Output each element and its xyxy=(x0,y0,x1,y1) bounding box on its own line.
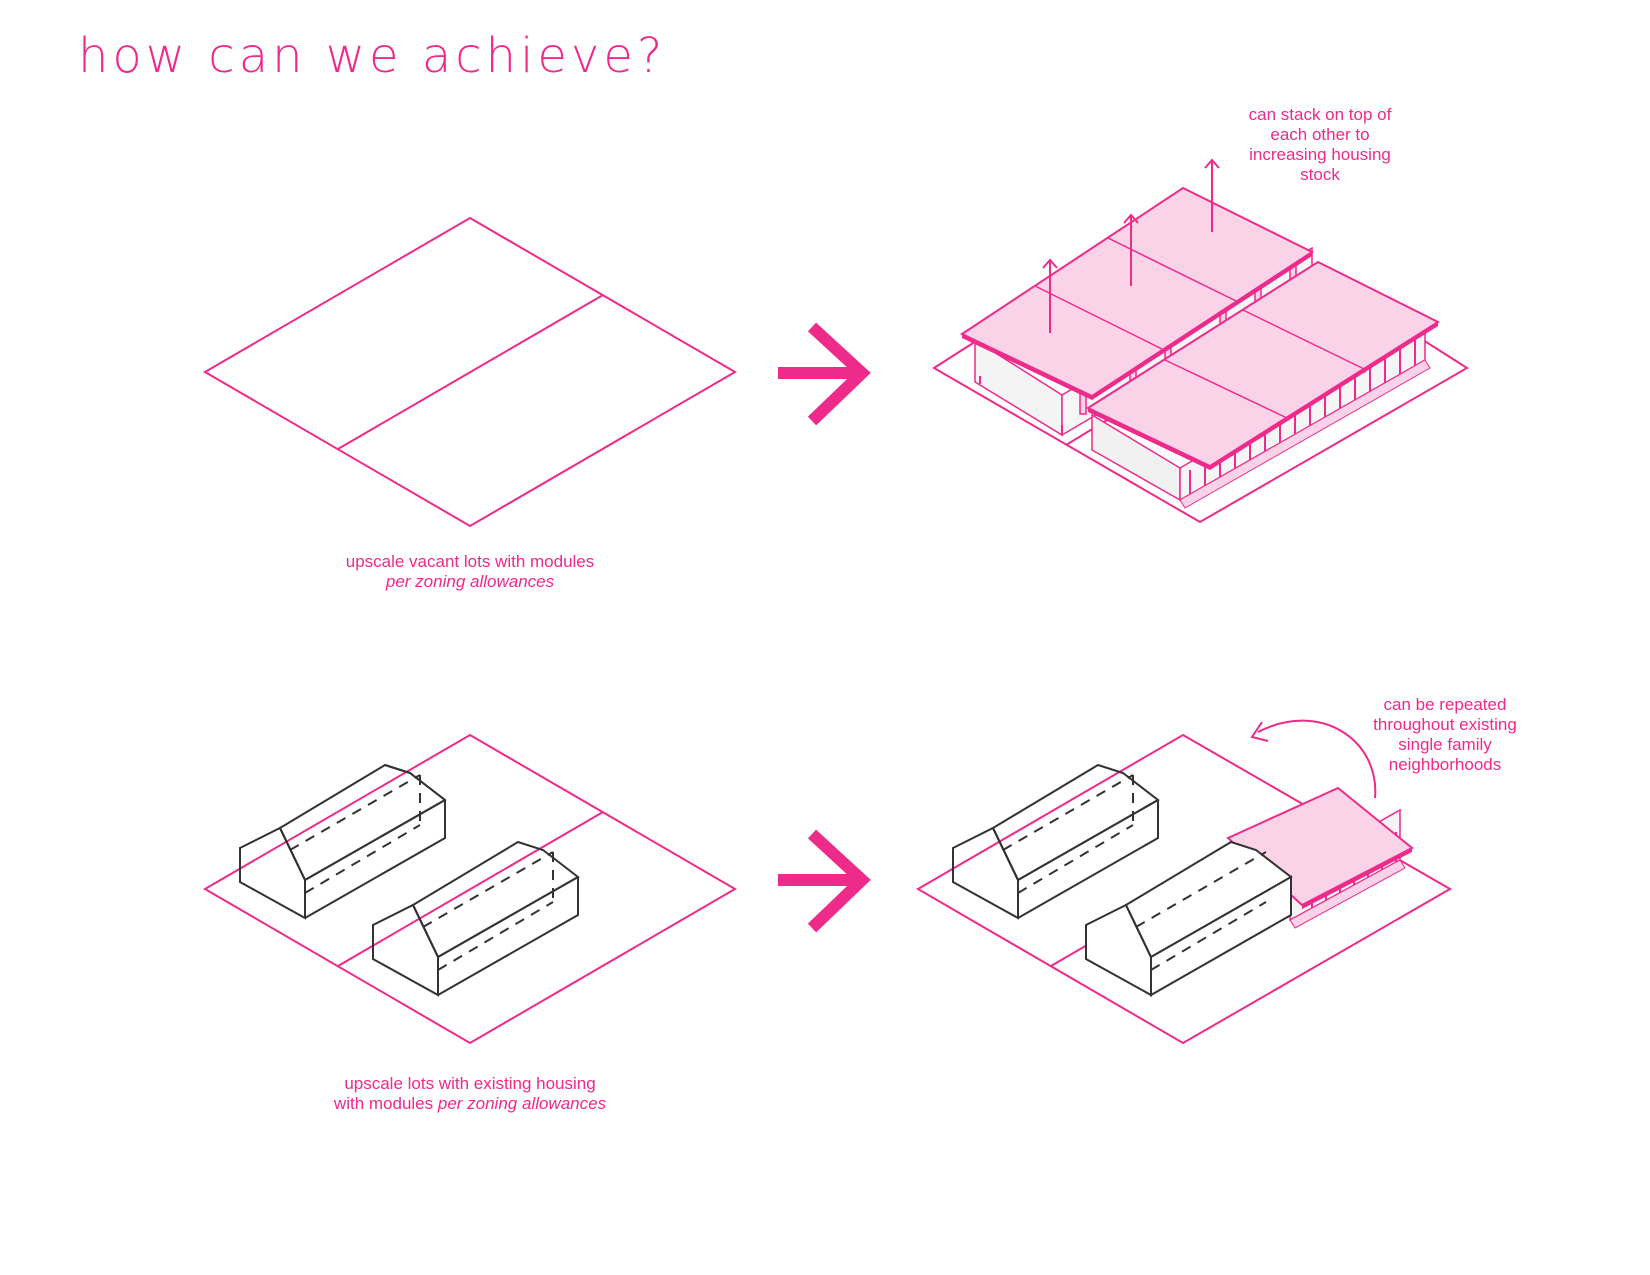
top-caption: upscale vacant lots with modules per zon… xyxy=(300,552,640,592)
repeat-note-line1: can be repeated xyxy=(1383,695,1507,714)
repeat-note: can be repeated throughout existing sing… xyxy=(1345,695,1545,775)
infill-module-lot xyxy=(916,719,1453,1045)
vacant-lot xyxy=(203,216,737,528)
existing-house xyxy=(952,763,1160,920)
repeat-note-line3: single family xyxy=(1398,735,1492,754)
stack-note-line1: can stack on top of xyxy=(1248,105,1392,124)
top-caption-line1: upscale vacant lots with modules xyxy=(345,552,595,571)
stack-note-line3: increasing housing xyxy=(1249,145,1391,164)
stack-note-line2: each other to xyxy=(1270,125,1370,144)
repeat-note-line2: throughout existing xyxy=(1373,715,1517,734)
repeat-note-line4: neighborhoods xyxy=(1388,755,1502,774)
existing-house xyxy=(372,840,580,997)
stack-note-line4: stock xyxy=(1300,165,1340,184)
existing-housing-lot xyxy=(203,733,737,1045)
bottom-caption: upscale lots with existing housing with … xyxy=(290,1074,650,1114)
stack-note: can stack on top of each other to increa… xyxy=(1220,105,1420,185)
right-arrow-icon xyxy=(778,829,871,933)
bottom-caption-line2: with modules per zoning allowances xyxy=(290,1094,650,1114)
right-arrow-icon xyxy=(778,322,871,426)
existing-house xyxy=(1085,840,1293,997)
bottom-caption-line1: upscale lots with existing housing xyxy=(344,1074,596,1093)
bottom-caption-line2-italic: per zoning allowances xyxy=(437,1094,607,1113)
top-caption-line2: per zoning allowances xyxy=(385,572,555,591)
module-lot-top xyxy=(932,158,1469,524)
bottom-caption-line2-plain: with modules xyxy=(333,1094,438,1113)
existing-house xyxy=(239,763,447,920)
up-arrow-icon xyxy=(1042,158,1220,333)
curved-arrow-icon xyxy=(1250,719,1377,799)
page-title: how can we achieve? xyxy=(78,28,667,84)
